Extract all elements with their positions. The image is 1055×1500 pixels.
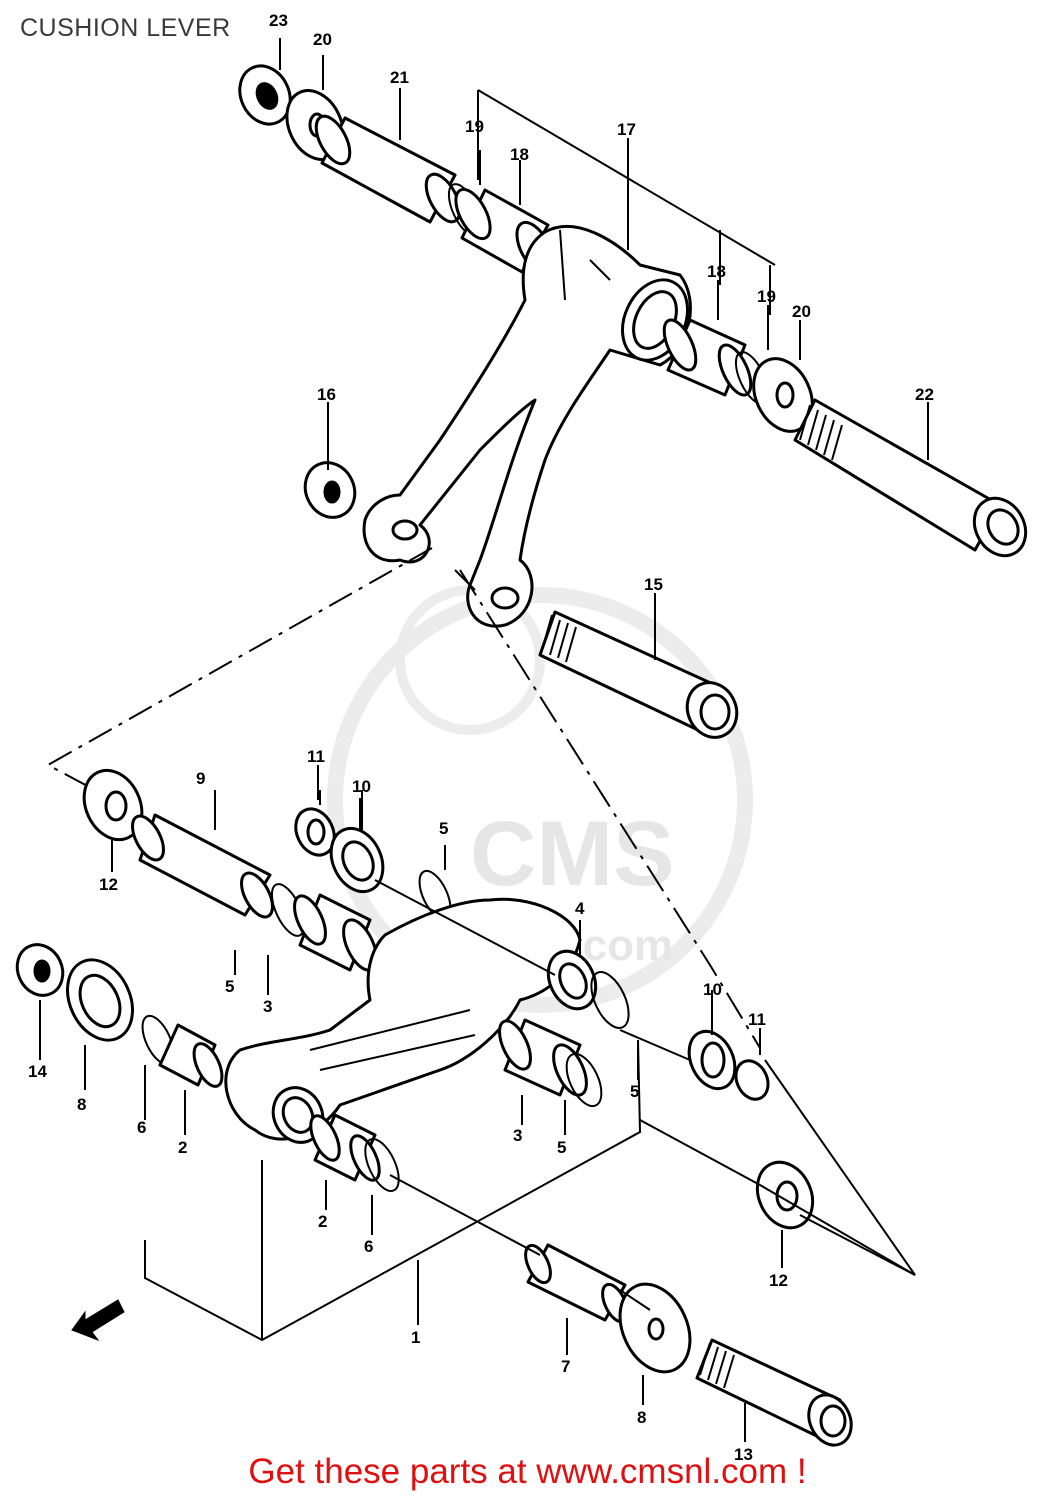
callout-22: 22 (915, 385, 934, 404)
part-2-bearing-left (158, 1023, 224, 1088)
callout-6-lower: 6 (364, 1237, 373, 1256)
callout-3-right: 3 (513, 1126, 522, 1145)
part-11-seal-left (294, 807, 336, 857)
leader-lines-upper (45, 89, 776, 1049)
front-direction-arrow-icon (71, 1299, 125, 1342)
part-15-bolt (538, 610, 739, 739)
callout-12-left: 12 (99, 875, 118, 894)
callout-11-right: 11 (748, 1010, 766, 1029)
watermark-brand: CMS (470, 803, 674, 905)
part-3-bearing-left (293, 893, 378, 972)
callout-5-lower: 5 (557, 1138, 566, 1157)
callout-2-left: 2 (178, 1138, 187, 1157)
callout-9: 9 (196, 769, 205, 788)
callout-labels: 23 20 21 19 18 17 18 19 20 22 16 15 11 1… (28, 11, 934, 1464)
callout-18-upper: 18 (510, 145, 529, 164)
callout-4: 4 (575, 899, 585, 918)
callout-20-right: 20 (792, 302, 811, 321)
part-5-circlip-d (565, 1052, 603, 1108)
callout-17: 17 (617, 120, 636, 139)
callout-5-right: 5 (630, 1082, 639, 1101)
callout-leaders (39, 38, 929, 1442)
callout-20-upper: 20 (313, 30, 332, 49)
part-23-nut (238, 64, 292, 126)
part-17-cushion-lever (362, 225, 692, 628)
watermark-ring (327, 587, 753, 1013)
part-8-washer-left (66, 958, 134, 1042)
part-4-bearing-right (546, 949, 598, 1011)
part-8-washer-lower (618, 1282, 692, 1374)
callout-5-left: 5 (225, 977, 234, 996)
part-13-bolt (695, 1338, 853, 1447)
callout-8-lower: 8 (637, 1408, 646, 1427)
part-14-nut (15, 943, 65, 997)
part-2-bearing-lower (309, 1113, 381, 1182)
callout-19-upper: 19 (465, 117, 484, 136)
callout-15: 15 (644, 575, 663, 594)
callout-5-upper: 5 (439, 819, 448, 838)
part-16-nut (303, 461, 357, 519)
part-6-circlip-lower (364, 1138, 400, 1192)
part-22-bolt (793, 398, 1028, 558)
callout-12-right: 12 (769, 1271, 788, 1290)
callout-10-upper: 10 (352, 777, 371, 796)
callout-16: 16 (317, 385, 336, 404)
part-10-bearing-right (687, 1029, 737, 1091)
callout-2-lower: 2 (318, 1212, 327, 1231)
part-11-seal-right (734, 1059, 770, 1101)
callout-6-left: 6 (137, 1118, 146, 1137)
callout-13: 13 (734, 1445, 753, 1464)
part-12-washer-right (755, 1160, 815, 1230)
buy-parts-link[interactable]: Get these parts at www.cmsnl.com ! (248, 1452, 807, 1491)
diagram-title: CUSHION LEVER (20, 14, 231, 42)
callout-8-left: 8 (77, 1095, 86, 1114)
callout-18-right: 18 (707, 262, 726, 281)
leader-lines-lower (214, 790, 916, 1311)
callout-21: 21 (390, 68, 409, 87)
part-10-bearing-left (329, 826, 385, 894)
callout-1: 1 (411, 1328, 420, 1347)
part-9-sleeve (131, 813, 274, 919)
callout-10-right: 10 (703, 980, 722, 999)
part-12-washer-left (82, 768, 144, 842)
part-21-spacer (314, 114, 462, 224)
part-18-bearing-right (662, 318, 753, 397)
callout-7: 7 (561, 1357, 570, 1376)
callout-3-left: 3 (263, 997, 272, 1016)
callout-19-right: 19 (757, 287, 776, 306)
callout-23: 23 (269, 11, 288, 30)
callout-14: 14 (28, 1062, 47, 1081)
callout-11-upper: 11 (307, 747, 325, 766)
part-3-bearing-right (498, 1018, 588, 1097)
part-5-circlip-c (590, 971, 630, 1029)
